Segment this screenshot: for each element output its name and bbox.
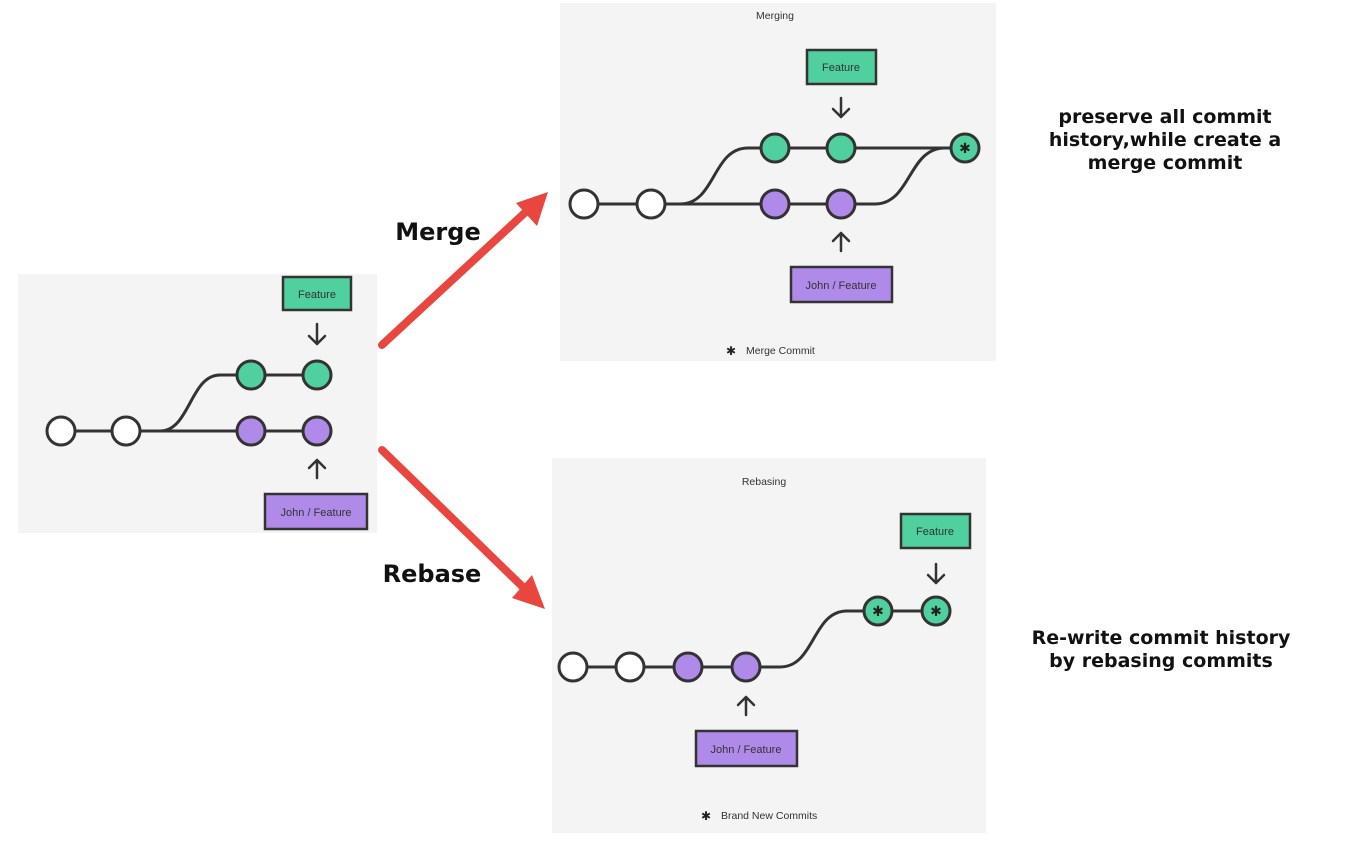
merge-arrow-icon [378, 192, 548, 349]
merging-panel: Merging ✱ Feature John / Feature ✱ Merge… [560, 3, 996, 361]
rebase-description-line-2: by rebasing commits [1049, 650, 1273, 672]
merging-feature-label: Feature [822, 62, 860, 74]
merge-action-label: Merge [395, 218, 480, 246]
merging-commit-john-1 [759, 188, 791, 220]
merging-commit-john-2 [825, 188, 857, 220]
rebasing-legend-asterisk-icon: ✱ [701, 809, 711, 823]
merge-description: preserve all commit history,while create… [1049, 106, 1281, 174]
original-john-pointer-arrow-icon [307, 458, 327, 480]
original-feature-label: Feature [298, 289, 336, 301]
rebasing-commit-john-1 [672, 651, 704, 683]
rebasing-new-commit-1-asterisk-icon: ✱ [872, 604, 884, 620]
merging-john-label: John / Feature [806, 280, 877, 292]
rebasing-john-label-box [694, 729, 799, 768]
rebasing-panel-title: Rebasing [742, 476, 787, 488]
rebase-action-label: Rebase [383, 560, 482, 588]
rebasing-commit-new-1 [862, 595, 894, 627]
rebasing-feature-label: Feature [916, 526, 954, 538]
merging-commit-base-2 [635, 188, 667, 220]
original-panel: Feature John / Feature [18, 274, 377, 533]
merging-panel-background [560, 3, 996, 361]
merging-john-pointer-arrow-icon [831, 231, 851, 253]
merging-commit-base-1 [568, 188, 600, 220]
original-john-label-box [263, 492, 369, 531]
rebase-description-line-1: Re-write commit history [1032, 627, 1291, 649]
merging-feature-pointer-arrow-icon [831, 96, 851, 119]
merging-edge-merge-join [841, 146, 965, 206]
rebasing-john-pointer-arrow-icon [736, 695, 756, 717]
merge-description-line-2: history,while create a [1049, 129, 1281, 151]
merging-legend-label: Merge Commit [746, 345, 815, 357]
original-commit-base-1 [45, 415, 77, 447]
original-panel-background [18, 274, 377, 533]
rebasing-commit-base-1 [557, 651, 589, 683]
rebasing-commit-new-2 [920, 595, 952, 627]
merge-description-line-1: preserve all commit [1058, 106, 1271, 128]
merging-feature-label-box [805, 48, 878, 86]
rebase-arrow-icon [378, 446, 545, 609]
original-commit-feature-2 [301, 359, 333, 391]
merge-description-line-3: merge commit [1088, 152, 1243, 174]
merging-john-label-box [789, 265, 894, 304]
rebasing-feature-pointer-arrow-icon [926, 562, 946, 585]
original-feature-pointer-arrow-icon [307, 322, 327, 346]
original-commit-john-1 [235, 415, 267, 447]
merging-commit-feature-2 [825, 132, 857, 164]
merge-commit-asterisk-icon: ✱ [959, 141, 971, 157]
original-feature-label-box [281, 275, 353, 312]
rebasing-edge-feature-branch [746, 609, 878, 669]
rebasing-commit-base-2 [614, 651, 646, 683]
original-john-label: John / Feature [281, 507, 352, 519]
rebasing-commit-john-2 [730, 651, 762, 683]
merging-commit-feature-1 [759, 132, 791, 164]
original-commit-john-2 [301, 415, 333, 447]
merging-panel-title: Merging [756, 10, 794, 22]
rebasing-feature-label-box [899, 512, 972, 550]
rebasing-john-label: John / Feature [711, 744, 782, 756]
rebasing-legend-label: Brand New Commits [721, 810, 817, 822]
rebasing-panel: Rebasing ✱ ✱ Feature John / Feature ✱ Br… [552, 458, 986, 833]
original-commit-base-2 [110, 415, 142, 447]
rebasing-new-commit-2-asterisk-icon: ✱ [930, 604, 942, 620]
merging-merge-commit [949, 132, 981, 164]
original-commit-feature-1 [235, 359, 267, 391]
merging-legend-asterisk-icon: ✱ [726, 344, 736, 358]
rebase-description: Re-write commit history by rebasing comm… [1032, 627, 1291, 672]
